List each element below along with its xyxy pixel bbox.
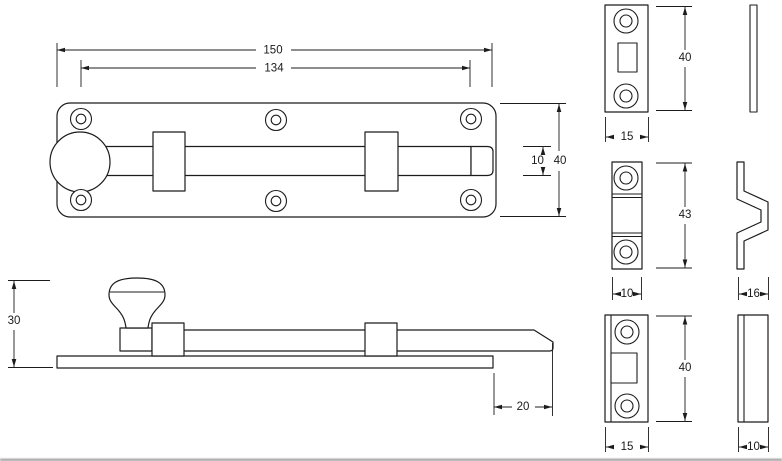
dim-label-overall-height: 30 <box>8 315 21 327</box>
dim-label-flat-keeper-length: 40 <box>679 52 692 64</box>
dim-label-staple-keeper-width: 10 <box>621 288 634 300</box>
dim-staple-keeper-profile-width: 16 <box>738 277 769 300</box>
dim-angle-keeper-profile-depth: 10 <box>738 427 769 453</box>
screw-hole <box>614 319 640 345</box>
screw-hole <box>459 188 483 212</box>
screw-hole <box>613 165 639 191</box>
guide-bracket-left-side <box>151 322 185 357</box>
angle-keeper-side <box>737 314 769 423</box>
dim-label-bolt-width: 10 <box>531 155 544 167</box>
dim-label-plate-width: 40 <box>554 155 567 167</box>
screw-hole <box>69 107 93 131</box>
bolt-tip <box>470 145 494 177</box>
guide-bracket-left <box>152 131 186 192</box>
knob-face <box>49 131 111 193</box>
dim-label-angle-keeper-width: 15 <box>621 441 634 453</box>
flat-keeper-side <box>749 4 758 113</box>
guide-bracket-right <box>364 131 399 192</box>
dim-bolt-projection: 20 <box>493 343 553 416</box>
dim-angle-keeper-length: 40 <box>656 315 692 422</box>
screw-hole <box>264 189 288 213</box>
staple-keeper-bend-lines <box>612 193 642 238</box>
flat-keeper-slot <box>617 42 638 73</box>
dim-flat-keeper-length: 40 <box>656 6 692 111</box>
angle-keeper-slot <box>610 352 638 384</box>
screw-hole <box>69 188 93 212</box>
dim-bolt-width: 10 <box>523 146 551 176</box>
flat-keeper-views: 40 15 <box>604 4 758 143</box>
dim-plate-width: 40 <box>500 103 567 217</box>
dim-angle-keeper-width: 15 <box>605 427 649 453</box>
backplate-edge <box>56 355 494 369</box>
dim-overall-height: 30 <box>8 280 53 368</box>
bolt-top-view: 150 134 40 10 <box>49 43 567 218</box>
screw-hole <box>264 108 288 132</box>
dim-label-staple-keeper-profile-width: 16 <box>747 288 760 300</box>
dim-staple-keeper-width: 10 <box>612 277 642 300</box>
dim-fixing-centres: 134 <box>80 60 471 87</box>
screw-hole <box>613 239 639 265</box>
angle-keeper-views: 40 15 10 <box>604 314 769 453</box>
screw-hole <box>459 107 483 131</box>
dim-label-bolt-projection: 20 <box>517 401 530 413</box>
bolt-shaft-side <box>151 329 554 352</box>
knob-head <box>108 277 166 329</box>
guide-bracket-right-side <box>364 322 398 357</box>
screw-hole <box>613 8 639 34</box>
dim-label-staple-keeper-length: 43 <box>679 209 692 221</box>
dim-staple-keeper-length: 43 <box>656 162 692 269</box>
sheet-bottom-edge-shadow <box>0 458 782 461</box>
knob-base <box>119 327 153 352</box>
bolt-side-view: 30 20 <box>8 277 554 416</box>
dim-overall-length: 150 <box>56 43 493 87</box>
screw-hole <box>614 393 640 419</box>
dim-label-fixing-centres: 134 <box>264 63 284 75</box>
staple-keeper-views: 43 10 16 <box>611 161 769 300</box>
staple-keeper-side-profile <box>736 161 769 270</box>
dim-label-overall-length: 150 <box>263 45 282 57</box>
dim-label-angle-keeper-profile-depth: 10 <box>747 441 760 453</box>
dim-label-angle-keeper-length: 40 <box>679 362 692 374</box>
dim-label-flat-keeper-width: 15 <box>621 131 634 143</box>
screw-hole <box>613 83 639 109</box>
dim-flat-keeper-width: 15 <box>605 117 649 143</box>
